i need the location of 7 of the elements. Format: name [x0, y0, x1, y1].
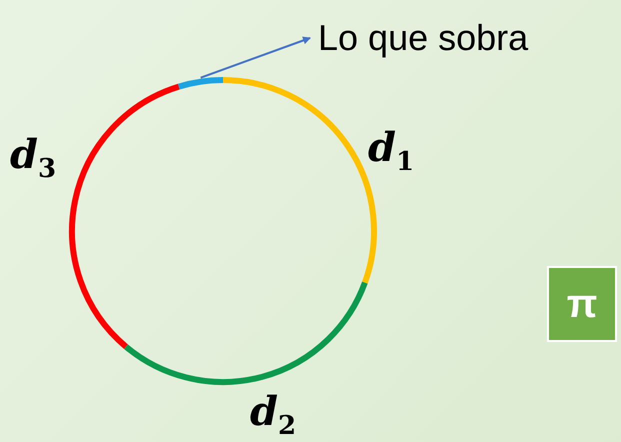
- callout-text: Lo que sobra: [318, 18, 528, 58]
- variable-label: d$_{2}$: [250, 392, 296, 439]
- variable-label: d$_{3}$: [10, 135, 56, 182]
- variable-label: d$_{1}$: [368, 128, 414, 175]
- leader-arrow: [200, 36, 311, 79]
- arc-segment: [178, 77, 224, 90]
- pi-symbol-box: π: [547, 266, 617, 342]
